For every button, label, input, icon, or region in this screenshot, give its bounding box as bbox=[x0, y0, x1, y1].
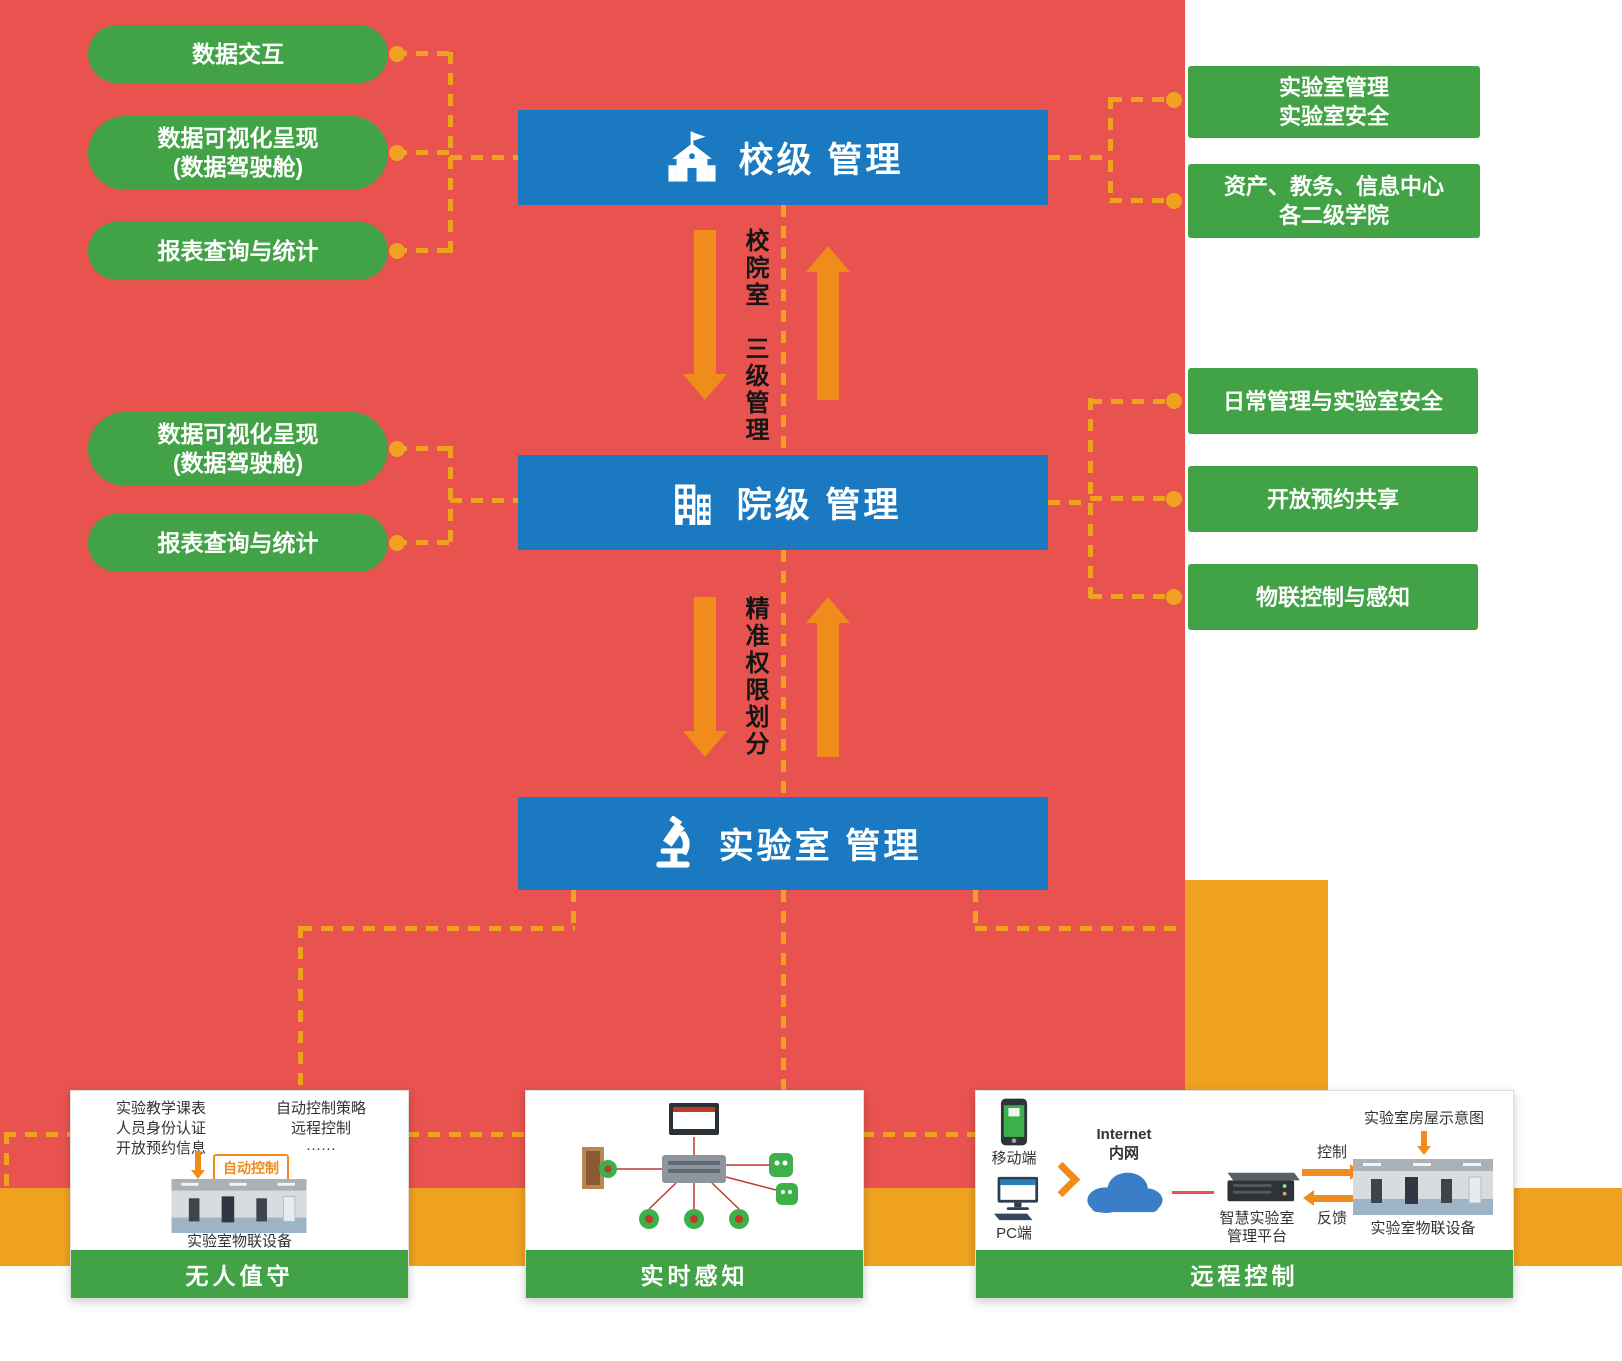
pc-icon bbox=[990, 1175, 1042, 1221]
box-lab-management-safety: 实验室管理 实验室安全 bbox=[1188, 66, 1480, 138]
box-daily-management-safety: 日常管理与实验室安全 bbox=[1188, 368, 1478, 434]
dashed-connector bbox=[781, 205, 786, 455]
pill-data-exchange: 数据交互 bbox=[88, 25, 388, 83]
school-level-banner: 校级 管理 bbox=[518, 110, 1048, 205]
dashed-connector bbox=[1090, 594, 1170, 599]
flow-down-arrow-icon bbox=[683, 597, 727, 757]
dashed-connector bbox=[1110, 198, 1172, 203]
dashed-connector bbox=[407, 1132, 525, 1137]
flow-label-three-level: 校院室 三级管理 bbox=[741, 228, 768, 444]
mobile-label: 移动端 bbox=[991, 1150, 1037, 1167]
dashed-connector bbox=[781, 550, 786, 798]
pc-label: PC端 bbox=[996, 1225, 1032, 1242]
dashed-connector bbox=[1048, 155, 1110, 160]
dashed-connector bbox=[1110, 97, 1172, 102]
dashed-connector bbox=[1090, 399, 1170, 404]
lab-devices-photo bbox=[1348, 1159, 1498, 1215]
network-label-line2: 内网 bbox=[1108, 1145, 1139, 1162]
flow-down-arrow-icon bbox=[683, 230, 727, 400]
pill-report-query-top: 报表查询与统计 bbox=[88, 222, 388, 280]
dashed-connector bbox=[300, 926, 575, 931]
remote-control-card: 移动端 PC端 Internet 内网 bbox=[975, 1090, 1514, 1299]
auto-control-label: 自动控制 bbox=[213, 1154, 289, 1182]
school-icon bbox=[663, 129, 721, 187]
dashed-connector bbox=[781, 890, 786, 1090]
unattended-card: 实验教学课表 人员身份认证 开放预约信息 自动控制策略 远程控制 ······ … bbox=[70, 1090, 409, 1299]
feedback-arrow-icon bbox=[1303, 1190, 1362, 1206]
unattended-info-right: 自动控制策略 远程控制 ······ bbox=[275, 1100, 366, 1157]
unattended-footer: 无人值守 bbox=[71, 1250, 408, 1298]
lab-level-label: 实验室 管理 bbox=[718, 827, 922, 866]
school-level-label: 校级 管理 bbox=[738, 141, 904, 180]
dashed-connector bbox=[571, 890, 576, 930]
dashed-connector bbox=[448, 52, 453, 253]
sensing-card: 实时感知 bbox=[525, 1090, 864, 1299]
dashed-connector bbox=[450, 498, 518, 503]
dashed-connector bbox=[1048, 500, 1090, 505]
remote-device-caption: 实验室物联设备 bbox=[1370, 1220, 1476, 1237]
pill-data-visualization-mid: 数据可视化呈现 (数据驾驶舱) bbox=[88, 412, 388, 486]
college-icon bbox=[665, 476, 719, 530]
flow-up-arrow-icon bbox=[806, 597, 850, 757]
dashed-connector bbox=[395, 150, 453, 155]
dashed-connector bbox=[973, 890, 978, 930]
unattended-caption: 实验室物联设备 bbox=[186, 1233, 292, 1250]
box-open-reservation-sharing: 开放预约共享 bbox=[1188, 466, 1478, 532]
network-link-line bbox=[1172, 1191, 1214, 1194]
room-arrow-icon bbox=[1417, 1131, 1431, 1155]
dashed-connector bbox=[4, 1132, 9, 1188]
connector-dot bbox=[1166, 193, 1182, 209]
connector-dot bbox=[389, 441, 405, 457]
connector-dot bbox=[389, 535, 405, 551]
box-iot-control-sensing: 物联控制与感知 bbox=[1188, 564, 1478, 630]
control-label: 控制 bbox=[1316, 1144, 1347, 1161]
control-arrow-icon bbox=[1302, 1164, 1361, 1180]
dashed-connector bbox=[395, 248, 453, 253]
dashed-connector bbox=[450, 155, 518, 160]
connector-dot bbox=[1166, 393, 1182, 409]
dashed-connector bbox=[395, 540, 453, 545]
connector-dot bbox=[1166, 491, 1182, 507]
box-asset-academic-info-center: 资产、教务、信息中心 各二级学院 bbox=[1188, 164, 1480, 238]
flow-up-arrow-icon bbox=[806, 246, 850, 400]
connector-dot bbox=[1166, 589, 1182, 605]
sensing-footer: 实时感知 bbox=[526, 1250, 863, 1298]
feedback-label: 反馈 bbox=[1316, 1210, 1347, 1227]
server-icon bbox=[1214, 1167, 1300, 1207]
dashed-connector bbox=[4, 1132, 70, 1137]
college-level-label: 院级 管理 bbox=[736, 486, 902, 525]
dashed-connector bbox=[448, 446, 453, 545]
auto-control-arrow-icon bbox=[191, 1151, 205, 1179]
dashed-connector bbox=[298, 926, 303, 1090]
dashed-connector bbox=[862, 1132, 975, 1137]
mobile-phone-icon bbox=[1000, 1097, 1028, 1147]
remote-footer: 远程控制 bbox=[976, 1250, 1513, 1298]
unattended-info-left: 实验教学课表 人员身份认证 开放预约信息 bbox=[115, 1100, 206, 1157]
dashed-connector bbox=[1108, 97, 1113, 203]
cloud-icon bbox=[1080, 1165, 1168, 1217]
pill-data-visualization-top: 数据可视化呈现 (数据驾驶舱) bbox=[88, 116, 388, 190]
dashed-connector bbox=[395, 446, 453, 451]
lab-devices-photo bbox=[169, 1179, 309, 1233]
chevron-right-icon bbox=[1044, 1161, 1081, 1198]
network-label-line1: Internet bbox=[1096, 1126, 1152, 1143]
pill-report-query-mid: 报表查询与统计 bbox=[88, 514, 388, 572]
room-diagram-title: 实验室房屋示意图 bbox=[1363, 1110, 1484, 1127]
microscope-icon bbox=[645, 815, 701, 872]
platform-label-line2: 管理平台 bbox=[1226, 1228, 1287, 1245]
dashed-connector bbox=[395, 51, 453, 56]
sensing-diagram-image bbox=[544, 1095, 844, 1245]
connector-dot bbox=[389, 243, 405, 259]
connector-dot bbox=[389, 46, 405, 62]
connector-dot bbox=[1166, 92, 1182, 108]
lab-level-banner: 实验室 管理 bbox=[518, 797, 1048, 890]
college-level-banner: 院级 管理 bbox=[518, 455, 1048, 550]
flow-label-precise-permission: 精准权限划分 bbox=[741, 596, 768, 758]
dashed-connector bbox=[975, 926, 1187, 931]
connector-dot bbox=[389, 145, 405, 161]
dashed-connector bbox=[1090, 496, 1170, 501]
platform-label-line1: 智慧实验室 bbox=[1219, 1210, 1295, 1227]
